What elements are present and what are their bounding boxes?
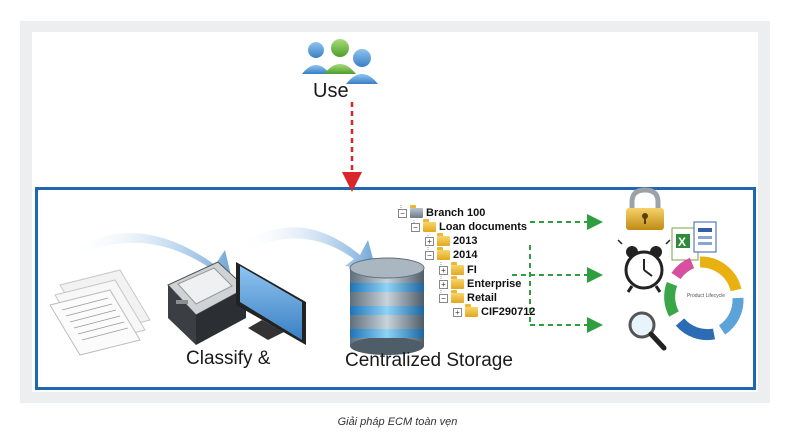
tree-item-2014[interactable]: − 2014 xyxy=(425,247,478,261)
tree-item-2013[interactable]: + 2013 xyxy=(425,233,478,247)
tree-expand-toggle[interactable]: + xyxy=(425,236,434,246)
tree-expand-toggle[interactable]: + xyxy=(453,307,462,317)
tree-output-arrows xyxy=(512,214,603,333)
monitor-icon xyxy=(236,262,306,345)
tree-item-retail[interactable]: − Retail xyxy=(439,290,497,304)
tree-expand-toggle[interactable]: − xyxy=(411,222,420,232)
tree-expand-toggle[interactable]: − xyxy=(439,293,448,303)
use-label: Use xyxy=(313,80,349,102)
tree-expand-toggle[interactable]: − xyxy=(425,250,434,260)
tree-item-label: Branch 100 xyxy=(426,207,486,219)
users-icon xyxy=(302,39,378,84)
folder-icon xyxy=(437,247,450,260)
tree-item-label: Loan documents xyxy=(439,221,528,233)
classify-label: Classify & xyxy=(186,348,271,369)
tree-expand-toggle[interactable]: − xyxy=(398,208,407,218)
tree-item-label: 2014 xyxy=(453,249,478,261)
documents-stack-icon xyxy=(49,269,151,356)
storage-label: Centralized Storage xyxy=(345,350,513,371)
svg-text:X: X xyxy=(678,235,686,249)
magnifier-icon xyxy=(628,311,667,351)
folder-icon xyxy=(451,276,464,289)
flow-swoosh-left xyxy=(70,233,232,280)
product-lifecycle-icon: Product Lifecycle xyxy=(664,256,744,341)
tree-item-label: Retail xyxy=(467,292,497,304)
folder-icon xyxy=(437,233,450,246)
figure-caption: Giải pháp ECM toàn vẹn xyxy=(337,416,458,428)
tree-item-enterprise[interactable]: + Enterprise xyxy=(439,276,522,290)
tree-item-label: CIF290712 xyxy=(481,306,536,318)
lifecycle-center-label: Product Lifecycle xyxy=(687,293,725,299)
tree-item-cif[interactable]: + CIF290712 xyxy=(453,304,536,318)
office-documents-icon: X xyxy=(671,221,717,261)
tree-item-label: 2013 xyxy=(453,235,478,247)
alarm-clock-icon xyxy=(617,239,671,293)
tree-item-branch[interactable]: − Branch 100 xyxy=(398,205,486,219)
tree-item-fi[interactable]: + FI xyxy=(439,262,477,276)
server-icon xyxy=(410,205,423,218)
folder-icon xyxy=(451,290,464,303)
scanner-icon xyxy=(167,261,247,345)
tree-item-loan-documents[interactable]: − Loan documents xyxy=(411,219,528,233)
folder-icon xyxy=(451,262,464,275)
folder-icon xyxy=(465,304,478,317)
flow-swoosh-right xyxy=(240,227,376,270)
database-icon xyxy=(349,257,425,355)
tree-expand-toggle[interactable]: + xyxy=(439,279,448,289)
tree-expand-toggle[interactable]: + xyxy=(439,265,448,275)
tree-item-label: Enterprise xyxy=(467,278,522,290)
tree-item-label: FI xyxy=(467,264,477,276)
folder-icon xyxy=(423,219,436,232)
lock-icon xyxy=(626,187,664,230)
